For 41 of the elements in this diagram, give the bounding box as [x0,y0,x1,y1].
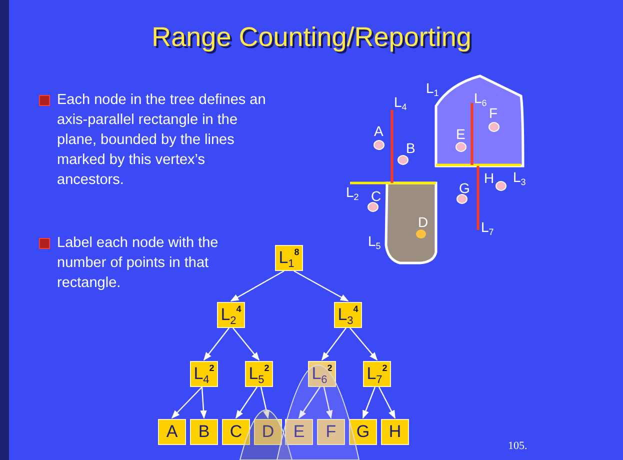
arrow [260,386,270,419]
tree-node: C [222,419,250,445]
arrow [362,386,376,419]
arrow [323,386,333,419]
tree-node: B [190,419,218,445]
line-label: L$_{5}$ [368,234,381,251]
line-label: C [371,189,382,203]
tree-node: A [158,419,186,445]
arrow [298,386,320,419]
line-label: G [459,181,470,195]
bullet-text: Each node in the tree defines an axis-parallel rectangle in the plane, bounded by the lines marked by this vertex’s ancestors. [57,92,266,188]
line-label: F [489,106,498,120]
line-label: L$_{2}$ [346,185,359,202]
arrow [378,386,396,419]
line-label: L$_{6}$ [474,91,487,108]
arrow [171,386,202,419]
slide-title: Range Counting/Reporting [150,22,472,53]
line-label: E [456,127,466,141]
line-label: H [484,171,494,185]
tree-node: G [349,419,377,445]
line-label: L$_{3}$ [513,170,526,187]
arrow [350,328,378,361]
tree-node: H [381,419,409,445]
arrow [203,328,230,361]
arrow [230,270,284,302]
tree-node: F [317,419,345,445]
arrow [200,386,207,419]
arrow [236,386,258,419]
arrow [294,270,349,302]
tree-node: D [254,419,282,445]
line-label: B [406,141,416,155]
line-label: D [418,215,428,229]
bullet-text: Label each node with the number of points in that rectangle. [57,235,218,291]
tree-node: E [285,419,313,445]
line-label: L$_{1}$ [426,81,439,98]
line-label: L$_{4}$ [394,95,407,112]
page-number: 105. [508,440,528,452]
line-label: A [374,124,384,138]
arrow [322,328,346,361]
line-label: L$_{7}$ [481,220,494,237]
arrow [232,328,260,361]
